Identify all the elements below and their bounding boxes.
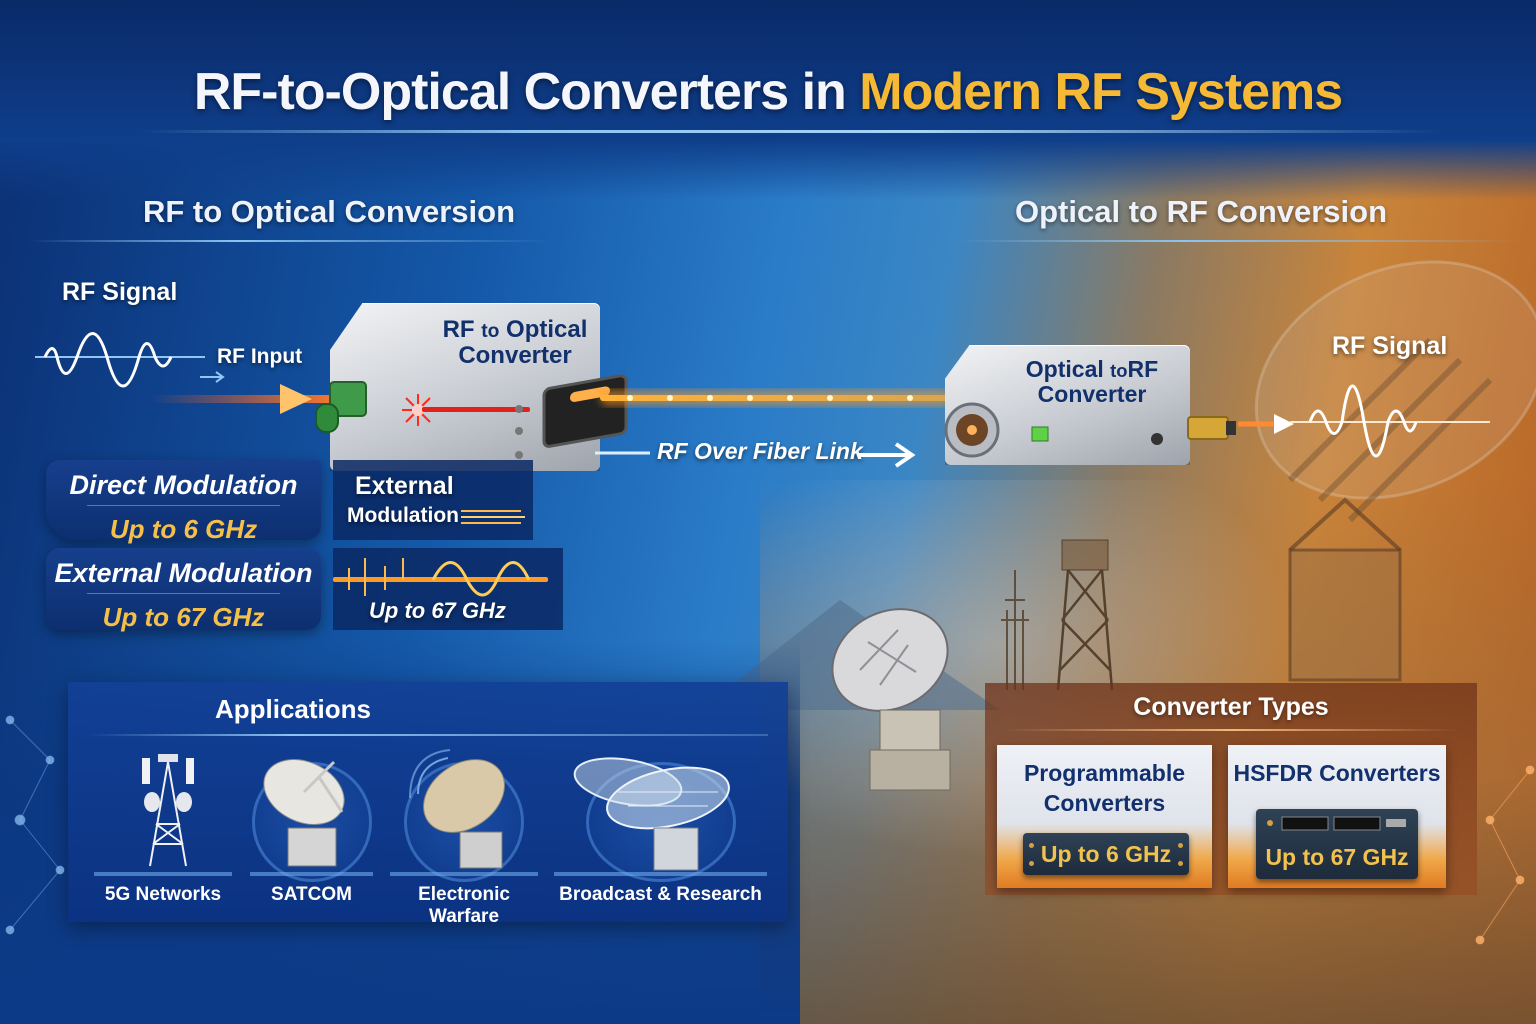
rack-screw-icon [1178, 843, 1183, 848]
rack-screw-icon [1029, 843, 1034, 848]
rf-waveform-right [1290, 384, 1490, 458]
rack-unit-67ghz: Up to 67 GHz [1256, 809, 1418, 879]
external-modulation-card: External Modulation Up to 67 GHz [46, 548, 321, 632]
header-background [0, 0, 1536, 200]
background-radio-telescope-icon [1254, 260, 1536, 682]
title-accent-text: Modern RF Systems [859, 63, 1343, 121]
device-label-word: RF [1127, 356, 1159, 382]
rf-to-optical-heading: RF to Optical Conversion [143, 194, 516, 229]
laser-emitter-icon [402, 394, 530, 426]
optical-to-rf-device-label: Optical toRF Converter [1007, 356, 1177, 408]
applications-divider [88, 734, 768, 736]
applications-panel: Applications 5G Networks SATCOM Ele [68, 682, 788, 927]
side-panel-subtitle: Modulation [347, 504, 459, 527]
rf-input-beam [150, 384, 340, 414]
application-item-base [390, 872, 538, 876]
cell-tower-icon [142, 754, 194, 867]
application-item-base [250, 872, 373, 876]
application-label: 5G Networks [104, 884, 222, 905]
rf-output-arrow-icon [1238, 414, 1294, 434]
optical-to-rf-heading: Optical to RF Conversion [1015, 194, 1388, 229]
modulation-lines-icon [461, 510, 525, 524]
title-divider [140, 130, 1440, 133]
left-heading-divider [30, 240, 550, 242]
device-label-word: Optical [1025, 356, 1104, 382]
right-heading-divider [960, 240, 1520, 242]
device-label-word: RF [442, 316, 475, 343]
external-modulation-side-panel: External Modulation [333, 460, 533, 540]
rf-signal-label-left: RF Signal [62, 278, 178, 306]
converter-name-line: Converters [1043, 789, 1166, 816]
satellite-dish-icon [263, 759, 345, 867]
converter-name-line: HSFDR Converters [1233, 760, 1441, 786]
hsfdr-converter-card: HSFDR Converters Up to 67 GHz [1228, 745, 1446, 888]
converter-type-name: Programmable Converters [997, 759, 1212, 819]
converter-types-divider [1005, 729, 1457, 731]
title-main-text: RF-to-Optical Converters in [193, 63, 860, 121]
application-item-5g: 5G Networks [88, 744, 238, 914]
modulation-name: External Modulation [54, 558, 313, 588]
modulation-card-divider [87, 593, 280, 594]
modulation-name: Direct Modulation [69, 470, 298, 500]
power-button-icon [1151, 433, 1163, 445]
device-label-word: to [481, 321, 500, 342]
fiber-link-line-icon [595, 451, 650, 455]
application-label: Electronic Warfare [418, 884, 510, 927]
application-item-base [94, 872, 232, 876]
modulated-waveform-icon [333, 558, 548, 597]
rf-input-arrow-icon [200, 371, 225, 383]
application-label: SATCOM [271, 884, 352, 905]
converter-frequency: Up to 67 GHz [1265, 844, 1409, 870]
device-label-word: Optical [506, 316, 588, 343]
converter-type-name: HSFDR Converters [1228, 759, 1446, 789]
fiber-optic-beam [600, 390, 950, 406]
radar-dish-icon [409, 749, 505, 869]
application-item-broadcast-research: Broadcast & Research [548, 744, 773, 914]
rf-waveform-left [35, 332, 205, 388]
rf-signal-label-right: RF Signal [1332, 332, 1448, 360]
device-label-word: to [1110, 360, 1128, 381]
device-label-word: Converter [1037, 381, 1147, 408]
modulation-card-divider [87, 505, 280, 506]
lattice-tower-icon [1056, 539, 1114, 691]
side-panel-title: External [355, 472, 454, 500]
network-nodes-left-decoration [5, 715, 65, 935]
optical-input-connector-icon [944, 402, 1000, 458]
rack-screw-icon [1178, 861, 1183, 866]
modulation-frequency: Up to 6 GHz [109, 514, 258, 544]
converter-frequency: Up to 6 GHz [1040, 841, 1172, 867]
application-item-base [554, 872, 767, 876]
rf-over-fiber-link-label: RF Over Fiber Link [657, 438, 863, 464]
applications-title: Applications [214, 694, 371, 724]
rack-screw-icon [1029, 861, 1034, 866]
application-label: Broadcast & Research [559, 884, 762, 905]
converter-types-panel: Converter Types Programmable Converters … [985, 683, 1477, 895]
device-label-word: Converter [458, 342, 572, 370]
direct-modulation-card: Direct Modulation Up to 6 GHz [46, 460, 321, 544]
external-modulation-waveform-panel: Up to 67 GHz [333, 548, 563, 630]
gold-sma-connector-icon [1187, 416, 1236, 440]
page-title: RF-to-Optical Converters in Modern RF Sy… [0, 62, 1536, 122]
radio-telescope-icon [573, 757, 730, 871]
application-item-electronic-warfare: Electronic Warfare [384, 744, 544, 927]
rf-to-optical-device-label: RF to Optical Converter [430, 316, 600, 370]
green-rf-connector-icon [315, 381, 367, 433]
rf-input-label: RF Input [217, 345, 303, 368]
ground-station-dish-icon [831, 608, 951, 791]
link-arrow-icon [858, 442, 916, 468]
application-item-satcom: SATCOM [244, 744, 379, 914]
rack-unit-6ghz: Up to 6 GHz [1023, 833, 1189, 875]
side-panel-frequency: Up to 67 GHz [369, 598, 506, 623]
status-led-icon [1031, 426, 1049, 442]
status-screws-icon [515, 405, 523, 459]
modulation-frequency: Up to 67 GHz [102, 602, 265, 632]
antenna-mast-icon [1001, 570, 1029, 690]
optical-to-rf-converter-device: Optical toRF Converter [945, 345, 1190, 465]
converter-name-line: Programmable [1023, 760, 1186, 786]
converter-types-title: Converter Types [1133, 693, 1329, 721]
network-nodes-right-decoration [1475, 765, 1535, 945]
programmable-converter-card: Programmable Converters Up to 6 GHz [997, 745, 1212, 888]
rack-front-panel-icon [1267, 816, 1406, 831]
